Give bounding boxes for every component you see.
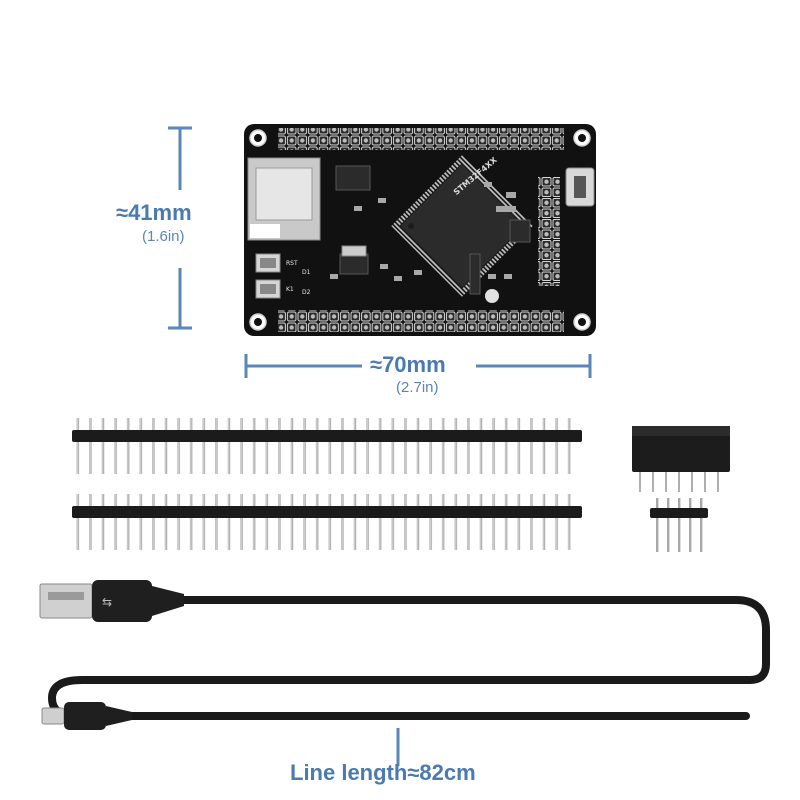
short-pin-header — [650, 498, 708, 552]
female-header — [632, 426, 730, 492]
k1-label: K1 — [286, 286, 294, 293]
height-metric-label: ≈41mm — [116, 200, 192, 225]
pin-header-strip-top — [72, 418, 582, 474]
pin-header-strips — [72, 418, 582, 550]
cable-length-label: Line length≈82cm — [290, 760, 476, 785]
usb-a-connector: ⇆ — [39, 580, 184, 622]
crystal — [341, 245, 367, 257]
stm32-board: STM32F4XX RST K1 D1 D2 — [244, 124, 596, 336]
height-label-backdrop — [152, 190, 212, 268]
d1-label: D1 — [302, 269, 311, 276]
top-pin-header — [278, 128, 564, 150]
bottom-pin-header — [278, 310, 564, 332]
svg-text:⇆: ⇆ — [102, 595, 112, 609]
usb-cable: ⇆ — [39, 580, 772, 730]
rst-label: RST — [286, 260, 298, 267]
width-label-backdrop — [362, 350, 476, 398]
board-logo — [485, 289, 499, 303]
d2-label: D2 — [302, 289, 311, 296]
pin-header-strip-bottom — [72, 494, 582, 550]
width-imperial-label: (2.7in) — [396, 379, 439, 396]
side-pin-header — [538, 176, 560, 286]
width-metric-label: ≈70mm — [370, 352, 446, 377]
cable-length-tick — [396, 728, 400, 766]
height-imperial-label: (1.6in) — [142, 228, 185, 245]
micro-usb-connector — [41, 702, 132, 730]
